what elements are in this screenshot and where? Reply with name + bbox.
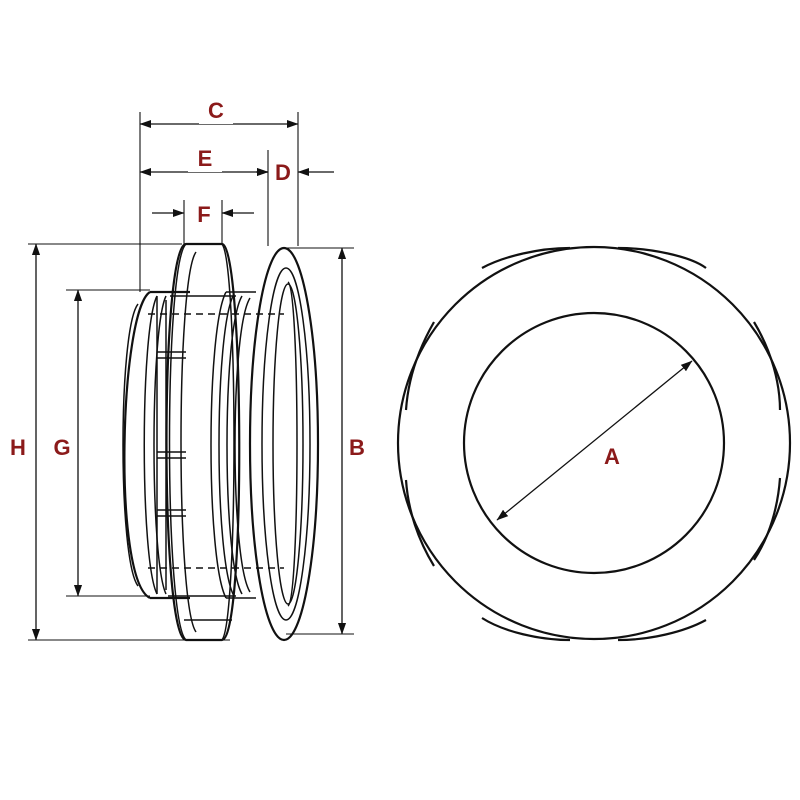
label-c-bg bbox=[199, 96, 233, 124]
labels: C E D F H G B A bbox=[8, 96, 624, 469]
label-e-bg bbox=[188, 146, 222, 172]
label-a: A bbox=[604, 444, 620, 469]
side-view bbox=[122, 242, 320, 642]
front-view bbox=[396, 245, 792, 642]
flange-ring bbox=[248, 246, 320, 642]
label-a-bg bbox=[600, 442, 624, 468]
label-b: B bbox=[349, 435, 365, 460]
thread-section bbox=[210, 291, 256, 599]
front-lugs bbox=[404, 246, 782, 642]
dimensions bbox=[28, 112, 354, 641]
threaded-body bbox=[122, 290, 190, 600]
label-h-bg bbox=[8, 432, 30, 462]
label-f: F bbox=[197, 202, 210, 227]
label-c: C bbox=[208, 98, 224, 123]
label-d: D bbox=[275, 160, 291, 185]
label-h: H bbox=[10, 435, 26, 460]
label-g: G bbox=[53, 435, 70, 460]
front-outer-circle bbox=[396, 245, 792, 641]
label-e: E bbox=[198, 146, 213, 171]
front-inner-circle bbox=[462, 311, 726, 575]
dimension-a-line bbox=[496, 360, 693, 521]
